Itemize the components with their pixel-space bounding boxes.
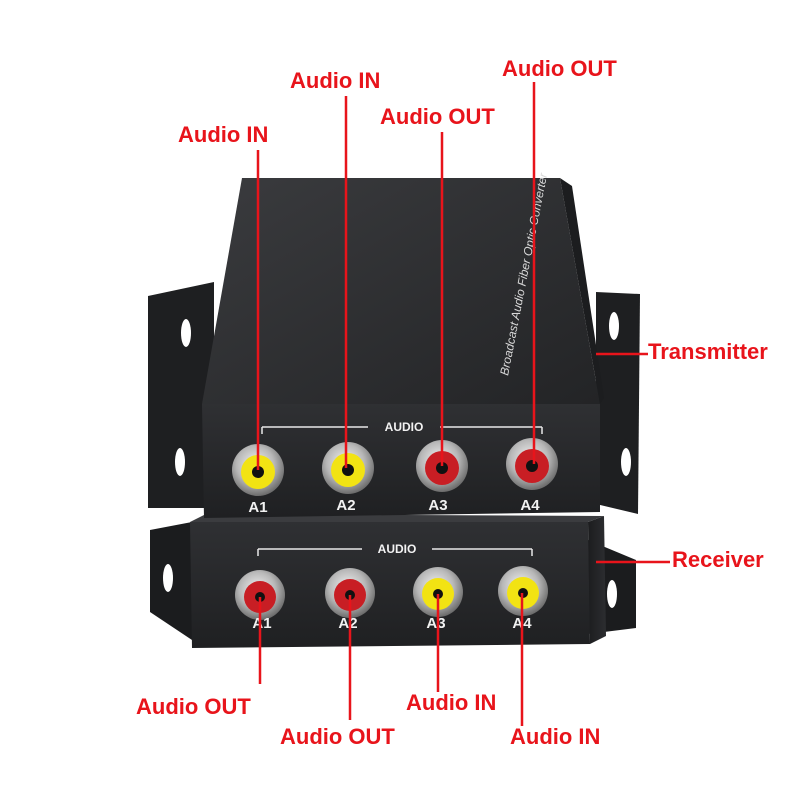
transmitter-audio-bracket: AUDIO: [261, 420, 543, 434]
receiver-unit: [190, 514, 606, 648]
transmitter-port-label-a2: A2: [336, 497, 355, 514]
transmitter-rca-jack-a4: A4: [506, 438, 558, 514]
receiver-mounting-flange-left: [150, 522, 192, 640]
transmitter-mounting-flange-right: [596, 292, 640, 514]
callout-rx-a3: Audio IN: [406, 690, 497, 715]
callout-rx-a2: Audio OUT: [280, 724, 395, 749]
callout-rx-a4: Audio IN: [510, 724, 601, 749]
callout-tx-a3: Audio OUT: [380, 104, 495, 129]
callout-rx-a1: Audio OUT: [136, 694, 251, 719]
transmitter-unit: Broadcast Audio Fiber Optic Converter: [202, 171, 604, 518]
transmitter-port-label-a1: A1: [248, 499, 267, 516]
receiver-port-label-a2: A2: [338, 615, 357, 632]
receiver-port-label-a1: A1: [252, 615, 271, 632]
callout-tx-a1: Audio IN: [178, 122, 269, 147]
callout-tx-a2: Audio IN: [290, 68, 381, 93]
callout-receiver: Receiver: [672, 547, 764, 572]
transmitter-audio-title: AUDIO: [385, 420, 424, 434]
transmitter-rca-jack-a1: A1: [232, 444, 284, 516]
receiver-port-label-a3: A3: [426, 615, 445, 632]
callout-leader-lines: [256, 82, 670, 726]
receiver-audio-title: AUDIO: [378, 542, 417, 556]
transmitter-rca-jack-a2: A2: [322, 442, 374, 514]
callout-tx-a4: Audio OUT: [502, 56, 617, 81]
transmitter-mounting-flange-left: [148, 282, 214, 508]
callout-transmitter: Transmitter: [648, 339, 768, 364]
transmitter-port-label-a4: A4: [520, 497, 540, 514]
transmitter-port-label-a3: A3: [428, 497, 447, 514]
receiver-audio-bracket: AUDIO: [257, 542, 533, 556]
